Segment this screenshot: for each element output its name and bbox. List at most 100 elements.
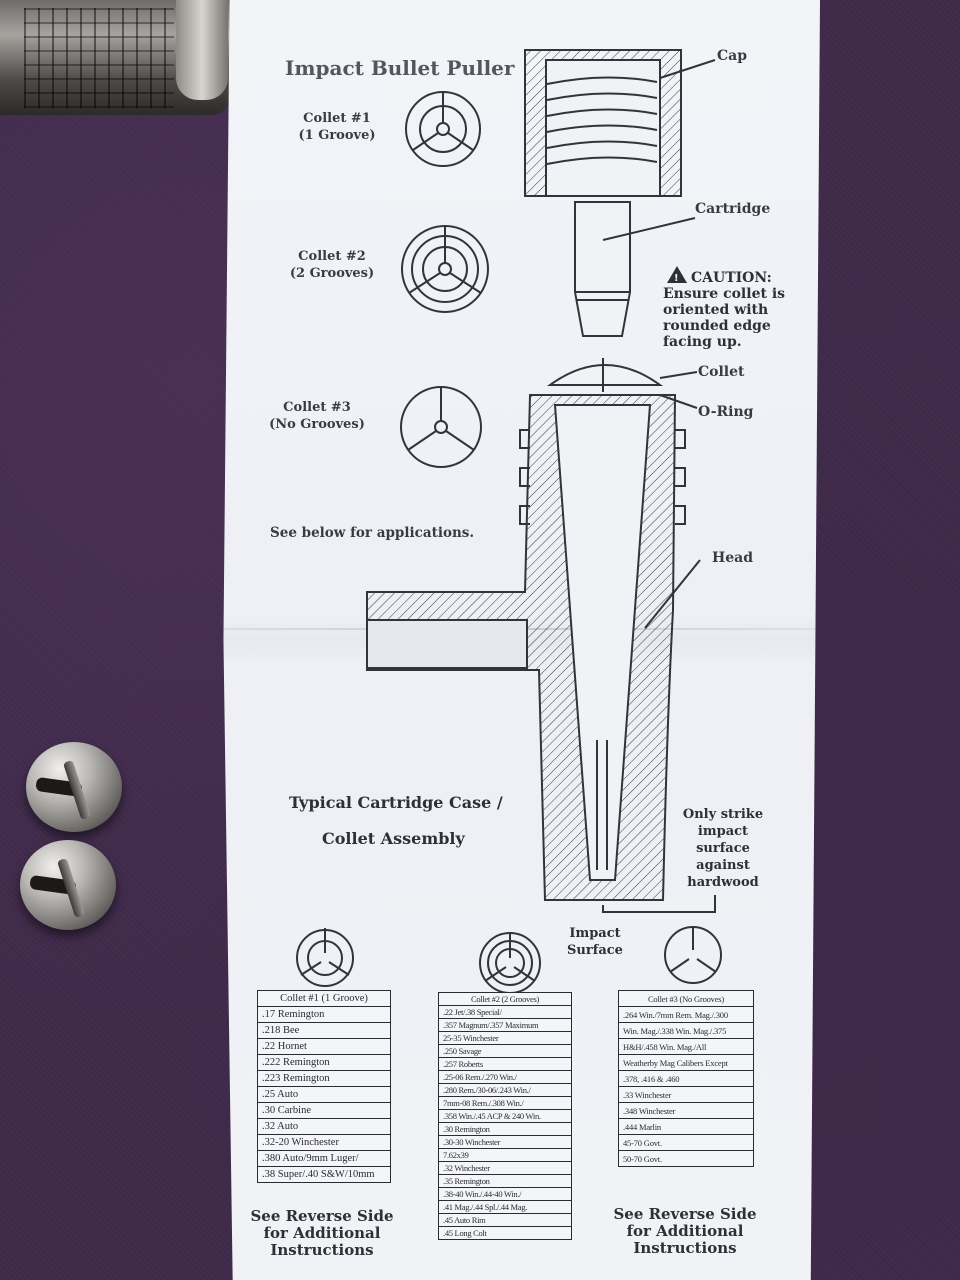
reverse-note-1: See Reverse Side for Additional Instruct…: [250, 1207, 394, 1259]
table-cell: .264 Win./7mm Rem. Mag./.300: [618, 1006, 754, 1023]
head-label: Head: [712, 550, 753, 566]
table-row: .280 Rem./30-06/.243 Win./: [438, 1083, 572, 1097]
table-row: Win. Mag./.338 Win. Mag./.375: [618, 1022, 754, 1039]
instruction-sheet: ! Impact Bullet Puller Collet #1(1 Groov…: [223, 0, 820, 1280]
table-cell: .380 Auto/9mm Luger/: [257, 1150, 391, 1167]
bullet-puller-tool: [0, 0, 230, 115]
table-cell: .32-20 Winchester: [257, 1134, 391, 1151]
table-cell: .25-06 Rem./.270 Win./: [438, 1070, 572, 1084]
oring-label: O-Ring: [698, 404, 754, 420]
table-cell: .358 Win./.45 ACP & 240 Win.: [438, 1109, 572, 1123]
see-below-note: See below for applications.: [270, 525, 475, 541]
table-row: .41 Mag./.44 Spl./.44 Mag.: [438, 1200, 572, 1214]
table-row: .378, .416 & .460: [618, 1070, 754, 1087]
table-cell: .223 Remington: [257, 1070, 391, 1087]
table-cell: 7.62x39: [438, 1148, 572, 1162]
table-cell: .45 Auto Rim: [438, 1213, 572, 1227]
table-cell: .257 Roberts: [438, 1057, 572, 1071]
table-cell: .41 Mag./.44 Spl./.44 Mag.: [438, 1200, 572, 1214]
strike-note: Only strike impact surface against hardw…: [682, 807, 764, 890]
table-row: .45 Long Colt: [438, 1226, 572, 1240]
collet-ring-drawing: [546, 358, 698, 409]
collet-3-applications-table: Collet #3 (No Grooves) .264 Win./7mm Rem…: [618, 990, 754, 1167]
table-row: 45-70 Govt.: [618, 1134, 754, 1151]
table-row: .38 Super/.40 S&W/10mm: [257, 1166, 391, 1183]
table-row: .32 Auto: [257, 1118, 391, 1135]
table-row: .357 Magnum/.357 Maximum: [438, 1018, 572, 1032]
table-cell: .444 Marlin: [618, 1118, 754, 1135]
table-cell: .250 Savage: [438, 1044, 572, 1058]
collet-3-icon: [400, 386, 482, 468]
table-cell: .357 Magnum/.357 Maximum: [438, 1018, 572, 1032]
table-row: .17 Remington: [257, 1006, 391, 1023]
collet-2-label: Collet #2(2 Grooves): [289, 249, 375, 281]
collet-object-2: [20, 840, 116, 930]
table-cell: .378, .416 & .460: [618, 1070, 754, 1087]
table-row: .32-20 Winchester: [257, 1134, 391, 1151]
assembly-title-line-2: Collet Assembly: [322, 829, 465, 848]
table-cell: .32 Winchester: [438, 1161, 572, 1175]
table-cell: .30-30 Winchester: [438, 1135, 572, 1149]
collet-2-icon: [401, 225, 489, 313]
table-row: .38-40 Win./.44-40 Win./: [438, 1187, 572, 1201]
assembly-title-line-1: Typical Cartridge Case /: [289, 793, 503, 812]
warning-icon: [667, 266, 687, 283]
table-header: Collet #2 (2 Grooves): [438, 992, 572, 1006]
table-cell: .17 Remington: [257, 1006, 391, 1023]
table-cell: H&H/.458 Win. Mag./All: [618, 1038, 754, 1055]
table-cell: .45 Long Colt: [438, 1226, 572, 1240]
table-row: .35 Remington: [438, 1174, 572, 1188]
table-row: Weatherby Mag Calibers Except: [618, 1054, 754, 1071]
table-cell: .38 Super/.40 S&W/10mm: [257, 1166, 391, 1183]
table-header: Collet #1 (1 Groove): [257, 990, 391, 1007]
table-row: .380 Auto/9mm Luger/: [257, 1150, 391, 1167]
collet-object-1: [26, 742, 122, 832]
table-row: .30-30 Winchester: [438, 1135, 572, 1149]
table-row: 7.62x39: [438, 1148, 572, 1162]
collet-3-bottom-icon: [664, 926, 722, 984]
table-cell: .348 Winchester: [618, 1102, 754, 1119]
table-cell: .25 Auto: [257, 1086, 391, 1103]
table-cell: Win. Mag./.338 Win. Mag./.375: [618, 1022, 754, 1039]
table-row: .25-06 Rem./.270 Win./: [438, 1070, 572, 1084]
table-cell: .38-40 Win./.44-40 Win./: [438, 1187, 572, 1201]
table-cell: .35 Remington: [438, 1174, 572, 1188]
table-cell: .32 Auto: [257, 1118, 391, 1135]
table-cell: Weatherby Mag Calibers Except: [618, 1054, 754, 1071]
table-row: .30 Remington: [438, 1122, 572, 1136]
caution-note: CAUTION: Ensure collet is oriented with …: [663, 270, 786, 350]
table-row: .223 Remington: [257, 1070, 391, 1087]
table-row: .30 Carbine: [257, 1102, 391, 1119]
table-row: 25-35 Winchester: [438, 1031, 572, 1045]
cartridge-label: Cartridge: [695, 201, 771, 217]
collet-3-label: Collet #3(No Grooves): [269, 400, 365, 432]
table-row: .250 Savage: [438, 1044, 572, 1058]
impact-surface-label: Impact Surface: [567, 926, 623, 958]
table-cell: .22 Jet/.38 Special/: [438, 1005, 572, 1019]
table-cell: 45-70 Govt.: [618, 1134, 754, 1151]
collet-1-applications-table: Collet #1 (1 Groove) .17 Remington.218 B…: [257, 990, 391, 1183]
tool-knurling: [24, 8, 174, 108]
puller-diagram: !: [296, 49, 722, 994]
table-row: .45 Auto Rim: [438, 1213, 572, 1227]
table-row: .444 Marlin: [618, 1118, 754, 1135]
table-cell: .280 Rem./30-06/.243 Win./: [438, 1083, 572, 1097]
table-cell: 50-70 Govt.: [618, 1150, 754, 1167]
collet-2-bottom-icon: [479, 932, 541, 994]
table-row: H&H/.458 Win. Mag./All: [618, 1038, 754, 1055]
table-cell: 7mm-08 Rem./.308 Win./: [438, 1096, 572, 1110]
table-row: 7mm-08 Rem./.308 Win./: [438, 1096, 572, 1110]
table-row: .358 Win./.45 ACP & 240 Win.: [438, 1109, 572, 1123]
table-cell: .22 Hornet: [257, 1038, 391, 1055]
table-row: .22 Jet/.38 Special/: [438, 1005, 572, 1019]
table-cell: .222 Remington: [257, 1054, 391, 1071]
table-row: .264 Win./7mm Rem. Mag./.300: [618, 1006, 754, 1023]
table-row: .25 Auto: [257, 1086, 391, 1103]
table-row: .218 Bee: [257, 1022, 391, 1039]
collet-1-icon: [405, 91, 481, 167]
collet-2-applications-table: Collet #2 (2 Grooves) .22 Jet/.38 Specia…: [438, 992, 572, 1240]
table-cell: 25-35 Winchester: [438, 1031, 572, 1045]
table-cell: .218 Bee: [257, 1022, 391, 1039]
table-header: Collet #3 (No Grooves): [618, 990, 754, 1007]
cap-drawing: [524, 49, 716, 197]
